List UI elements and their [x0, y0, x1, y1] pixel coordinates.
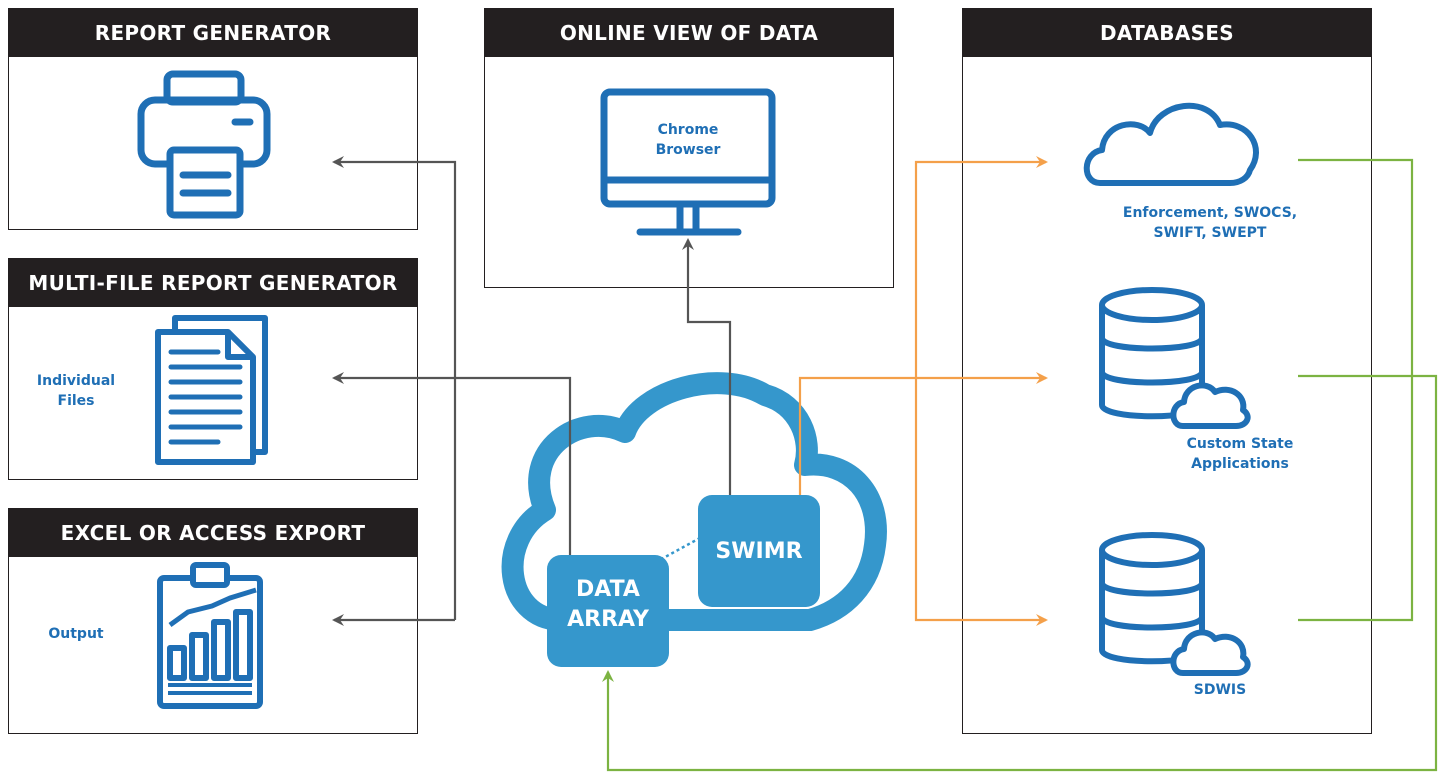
orange-connectors	[798, 156, 1048, 626]
individual-files-label: Individual Files	[36, 373, 116, 409]
monitor-icon	[600, 88, 776, 236]
data-array-label: DATA ARRAY	[567, 577, 649, 632]
data-array-box	[547, 555, 669, 667]
green-connectors	[602, 158, 1438, 772]
panel-databases: DATABASES	[962, 8, 1372, 734]
panel-header: DATABASES	[963, 9, 1371, 57]
printer-icon	[137, 70, 271, 219]
enforcement-label: Enforcement, SWOCS, SWIFT, SWEPT	[1122, 205, 1298, 241]
output-label: Output	[48, 626, 104, 642]
cloud-icon	[1083, 102, 1259, 186]
cloud-shape	[501, 372, 887, 631]
connector-dotted	[644, 536, 701, 570]
clipboard-chart-icon	[157, 562, 263, 709]
database-cloud-icon	[1099, 287, 1251, 429]
panel-header: REPORT GENERATOR	[9, 9, 417, 57]
sdwis-label: SDWIS	[1193, 682, 1247, 698]
panel-header: ONLINE VIEW OF DATA	[485, 9, 893, 57]
custom-state-label: Custom State Applications	[1186, 436, 1294, 472]
database-cloud-icon	[1099, 532, 1251, 676]
panel-header: EXCEL OR ACCESS EXPORT	[9, 509, 417, 557]
chrome-browser-label: Chrome Browser	[655, 122, 721, 158]
swimr-label: SWIMR	[715, 539, 803, 564]
gray-connectors	[332, 156, 732, 626]
documents-icon	[155, 315, 268, 465]
panel-header: MULTI-FILE REPORT GENERATOR	[9, 259, 417, 307]
swimr-box	[698, 495, 820, 607]
